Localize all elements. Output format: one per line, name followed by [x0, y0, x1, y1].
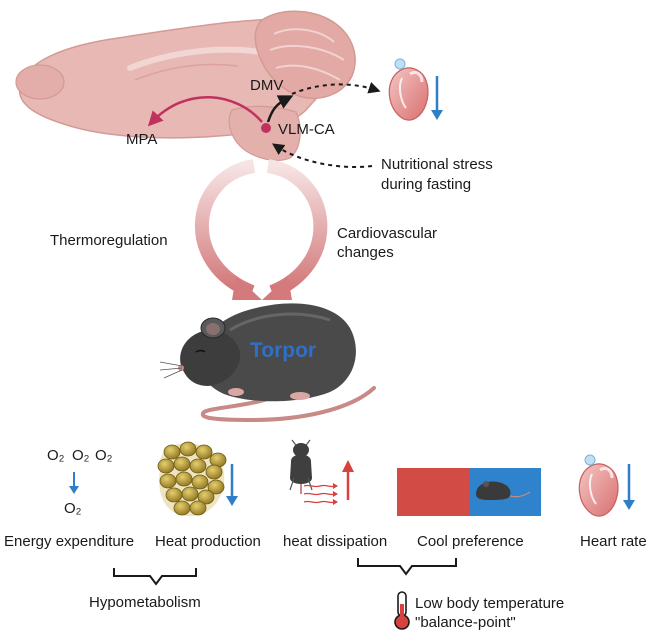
- dmv-pathway-arrow: [266, 95, 294, 123]
- torpor-label: Torpor: [250, 339, 317, 362]
- oxygen-bottom: O₂: [64, 500, 82, 517]
- heart-rate-down-arrow-icon: [431, 76, 443, 120]
- vlm-ca-node: [261, 123, 271, 133]
- fat-cell: [157, 458, 175, 474]
- low-body-temperature-label-line1: Low body temperature: [415, 595, 565, 612]
- thermometer-icon: [394, 591, 410, 630]
- brain-illustration: [15, 10, 356, 161]
- fat-cell: [179, 441, 197, 457]
- fat-cell: [163, 444, 181, 460]
- fat-cell: [159, 473, 177, 489]
- torpid-mouse-illustration: [159, 303, 376, 423]
- heart-icon: [388, 58, 429, 121]
- low-body-temperature-label-line2: "balance-point": [415, 614, 516, 631]
- fat-cell: [191, 474, 209, 490]
- oxygen-down-arrow-icon: [69, 472, 79, 494]
- fat-cell: [189, 458, 207, 474]
- heat-dissipation-up-arrow-icon: [342, 460, 354, 500]
- heat-dissipation-label: heat dissipation: [283, 533, 388, 550]
- thermoregulation-label: Thermoregulation: [50, 232, 168, 249]
- fat-cell: [173, 500, 191, 516]
- cool-preference-mouse-icon: [476, 481, 531, 500]
- fat-cell: [205, 464, 223, 480]
- fat-cell: [173, 456, 191, 472]
- cardiovascular-label-line2: changes: [337, 244, 394, 261]
- nutritional-stress-label-line2: during fasting: [381, 176, 472, 193]
- cardiovascular-arrow: [262, 159, 328, 300]
- heat-production-label: Heat production: [155, 533, 261, 550]
- thermoregulation-pathway-arrow: [147, 96, 263, 127]
- heart-rate-heart-icon: [578, 454, 619, 517]
- brown-fat-cells-icon: [157, 441, 227, 517]
- heart-rate-bottom-down-arrow-icon: [623, 464, 635, 510]
- energy-expenditure-label: Energy expenditure: [4, 533, 135, 550]
- heart-rate-label: Heart rate: [580, 533, 647, 550]
- oxygen-top-1: O₂: [47, 447, 65, 464]
- fat-cell: [195, 444, 213, 460]
- fat-cell: [165, 487, 183, 503]
- fat-cell: [189, 500, 207, 516]
- heat-waves-icon: [303, 483, 338, 505]
- dmv-label: DMV: [250, 77, 284, 94]
- oxygen-top-2: O₂: [72, 447, 90, 464]
- hypometabolism-bracket: [113, 568, 197, 586]
- nutritional-stress-label-line1: Nutritional stress: [381, 156, 493, 173]
- fat-cell: [207, 479, 225, 495]
- heat-dissipation-mouse-icon: [289, 439, 313, 494]
- mpa-label: MPA: [126, 131, 158, 148]
- hypometabolism-label: Hypometabolism: [89, 594, 201, 611]
- cardiovascular-label-line1: Cardiovascular: [337, 225, 438, 242]
- oxygen-top-3: O₂: [95, 447, 113, 464]
- vlm-ca-label: VLM-CA: [278, 121, 335, 138]
- fat-cell: [181, 486, 199, 502]
- warm-zone-block: [397, 468, 469, 516]
- cool-preference-label: Cool preference: [417, 533, 524, 550]
- body-temperature-bracket: [357, 558, 457, 576]
- dmv-to-heart-dashed-arrow: [291, 82, 381, 95]
- nutritional-stress-dashed-arrow: [272, 143, 373, 169]
- heat-production-down-arrow-icon: [226, 464, 238, 506]
- thermoregulation-arrow: [195, 159, 262, 300]
- fat-cell: [175, 471, 193, 487]
- fat-cell: [197, 489, 215, 505]
